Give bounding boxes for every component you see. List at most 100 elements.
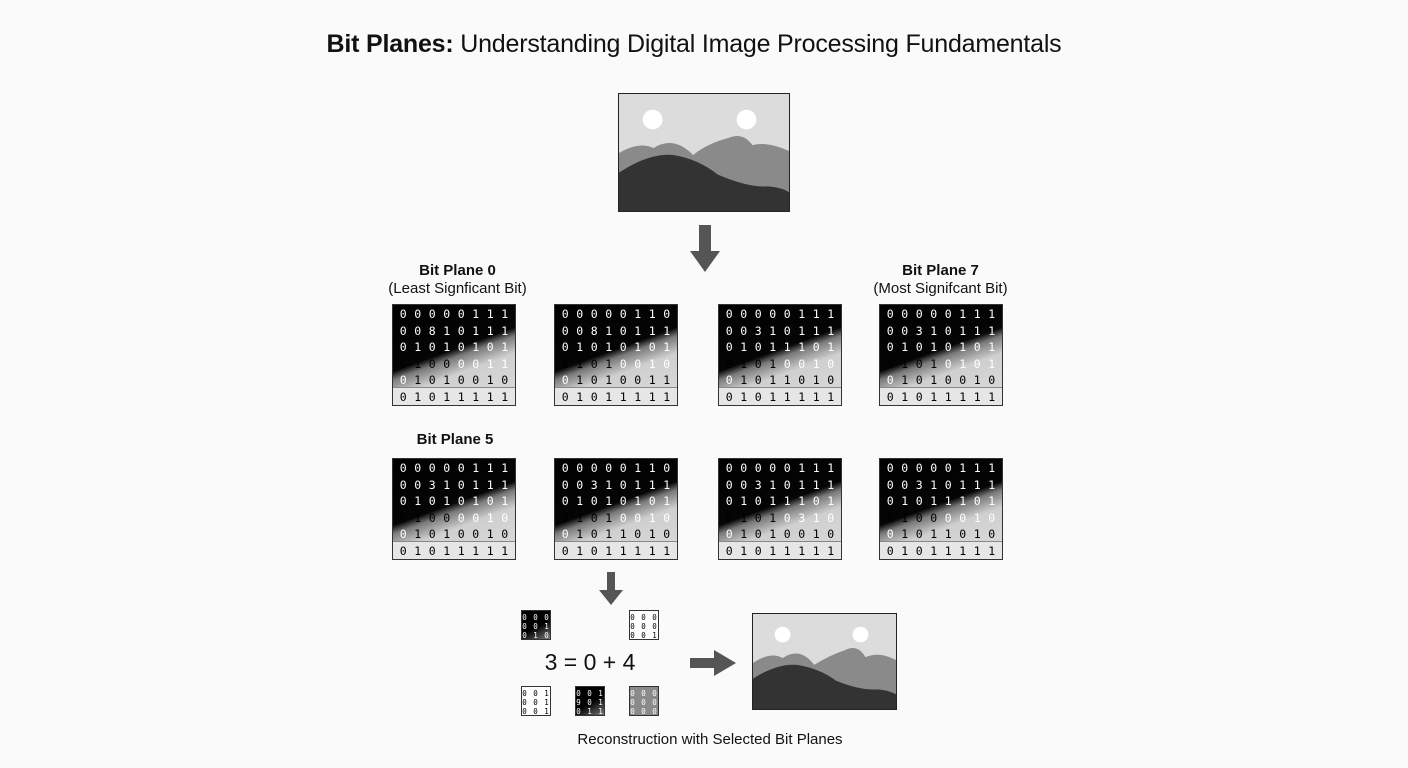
bit-digit: 0 — [576, 461, 584, 475]
arrow-right-icon — [690, 650, 736, 676]
bit-plane-5-title: Bit Plane 5 — [416, 431, 494, 448]
bit-digit: 0 — [740, 477, 748, 492]
grid-bottom-strip — [555, 541, 677, 559]
bit-digit: 3 — [428, 477, 436, 492]
bit-digit: 0 — [740, 323, 748, 338]
bit-digit: 1 — [472, 543, 480, 558]
grid-bottom-strip — [393, 541, 515, 559]
mini-grid-row: 0 1 0 — [522, 631, 550, 640]
bit-digit: 0 — [725, 307, 733, 321]
bit-digit: 1 — [648, 323, 656, 338]
bit-digit: 1 — [812, 389, 820, 404]
bit-digit: 0 — [798, 356, 806, 371]
bit-digit: 0 — [428, 543, 436, 558]
bit-digit: 0 — [619, 373, 627, 387]
bit-digit: 1 — [930, 477, 938, 492]
bit-digit: 0 — [619, 510, 627, 525]
bit-digit: 1 — [959, 323, 967, 338]
bit-digit: 1 — [472, 340, 480, 354]
reconstructed-landscape-graphic — [753, 614, 896, 709]
bit-digit: 1 — [827, 543, 835, 558]
bit-digit: 1 — [663, 323, 671, 338]
bit-digit: 0 — [501, 527, 509, 541]
bit-digit: 0 — [472, 356, 480, 371]
original-image — [618, 93, 790, 212]
bit-digit: 0 — [944, 356, 952, 371]
bit-digit: 1 — [827, 494, 835, 508]
bit-digit: 0 — [783, 510, 791, 525]
bit-digit: 0 — [561, 527, 569, 541]
bit-digit: 0 — [590, 356, 598, 371]
bit-digit: 0 — [725, 323, 733, 338]
bit-digit: 1 — [973, 461, 981, 475]
bit-digit: 1 — [988, 356, 996, 371]
bit-digit: 0 — [634, 510, 642, 525]
bit-digit: 1 — [619, 527, 627, 541]
bit-digit: 1 — [634, 340, 642, 354]
bit-digit: 0 — [783, 461, 791, 475]
bit-digit: 1 — [486, 356, 494, 371]
bit-digit: 0 — [663, 461, 671, 475]
bit-digit: 1 — [901, 494, 909, 508]
bit-digit: 0 — [457, 461, 465, 475]
bit-digit: 1 — [740, 389, 748, 404]
bit-digit: 1 — [414, 356, 422, 371]
bit-digit: 0 — [663, 527, 671, 541]
bit-digit: 1 — [901, 510, 909, 525]
bit-digit: 1 — [959, 494, 967, 508]
bit-digit: 0 — [915, 461, 923, 475]
bit-digit: 0 — [725, 340, 733, 354]
bit-digit: 1 — [605, 356, 613, 371]
bit-digit: 1 — [988, 477, 996, 492]
bit-digit: 0 — [619, 494, 627, 508]
bit-digit: 1 — [798, 494, 806, 508]
bit-digit: 1 — [663, 389, 671, 404]
bit-digit: 0 — [886, 494, 894, 508]
bit-digit: 1 — [988, 389, 996, 404]
mini-grid-row: 9 0 1 — [576, 698, 604, 707]
bit-digit: 1 — [648, 527, 656, 541]
bit-digit: 0 — [399, 373, 407, 387]
bit-digit: 1 — [973, 527, 981, 541]
bit-digit: 0 — [944, 340, 952, 354]
bit-digit: 0 — [576, 323, 584, 338]
bit-digit: 1 — [769, 494, 777, 508]
bit-digit: 0 — [754, 356, 762, 371]
bit-digit: 0 — [944, 461, 952, 475]
bit-digit: 1 — [827, 307, 835, 321]
bit-digit: 0 — [944, 510, 952, 525]
bit-digit: 0 — [944, 323, 952, 338]
bit-digit: 0 — [754, 510, 762, 525]
bit-digit: 1 — [443, 323, 451, 338]
bit-digit: 1 — [414, 373, 422, 387]
bit-digit: 1 — [472, 494, 480, 508]
bit-digit: 0 — [930, 510, 938, 525]
bit-digit: 1 — [663, 477, 671, 492]
bit-digit: 0 — [590, 373, 598, 387]
bit-digit: 0 — [783, 527, 791, 541]
landscape-graphic — [619, 94, 789, 211]
bit-digit: 1 — [988, 307, 996, 321]
bit-digit: 1 — [634, 477, 642, 492]
bit-digit: 1 — [634, 323, 642, 338]
bit-digit: 1 — [769, 510, 777, 525]
bit-digit: 0 — [973, 356, 981, 371]
bit-digit: 1 — [605, 373, 613, 387]
bit-digit: 0 — [886, 477, 894, 492]
bit-digit: 1 — [930, 494, 938, 508]
